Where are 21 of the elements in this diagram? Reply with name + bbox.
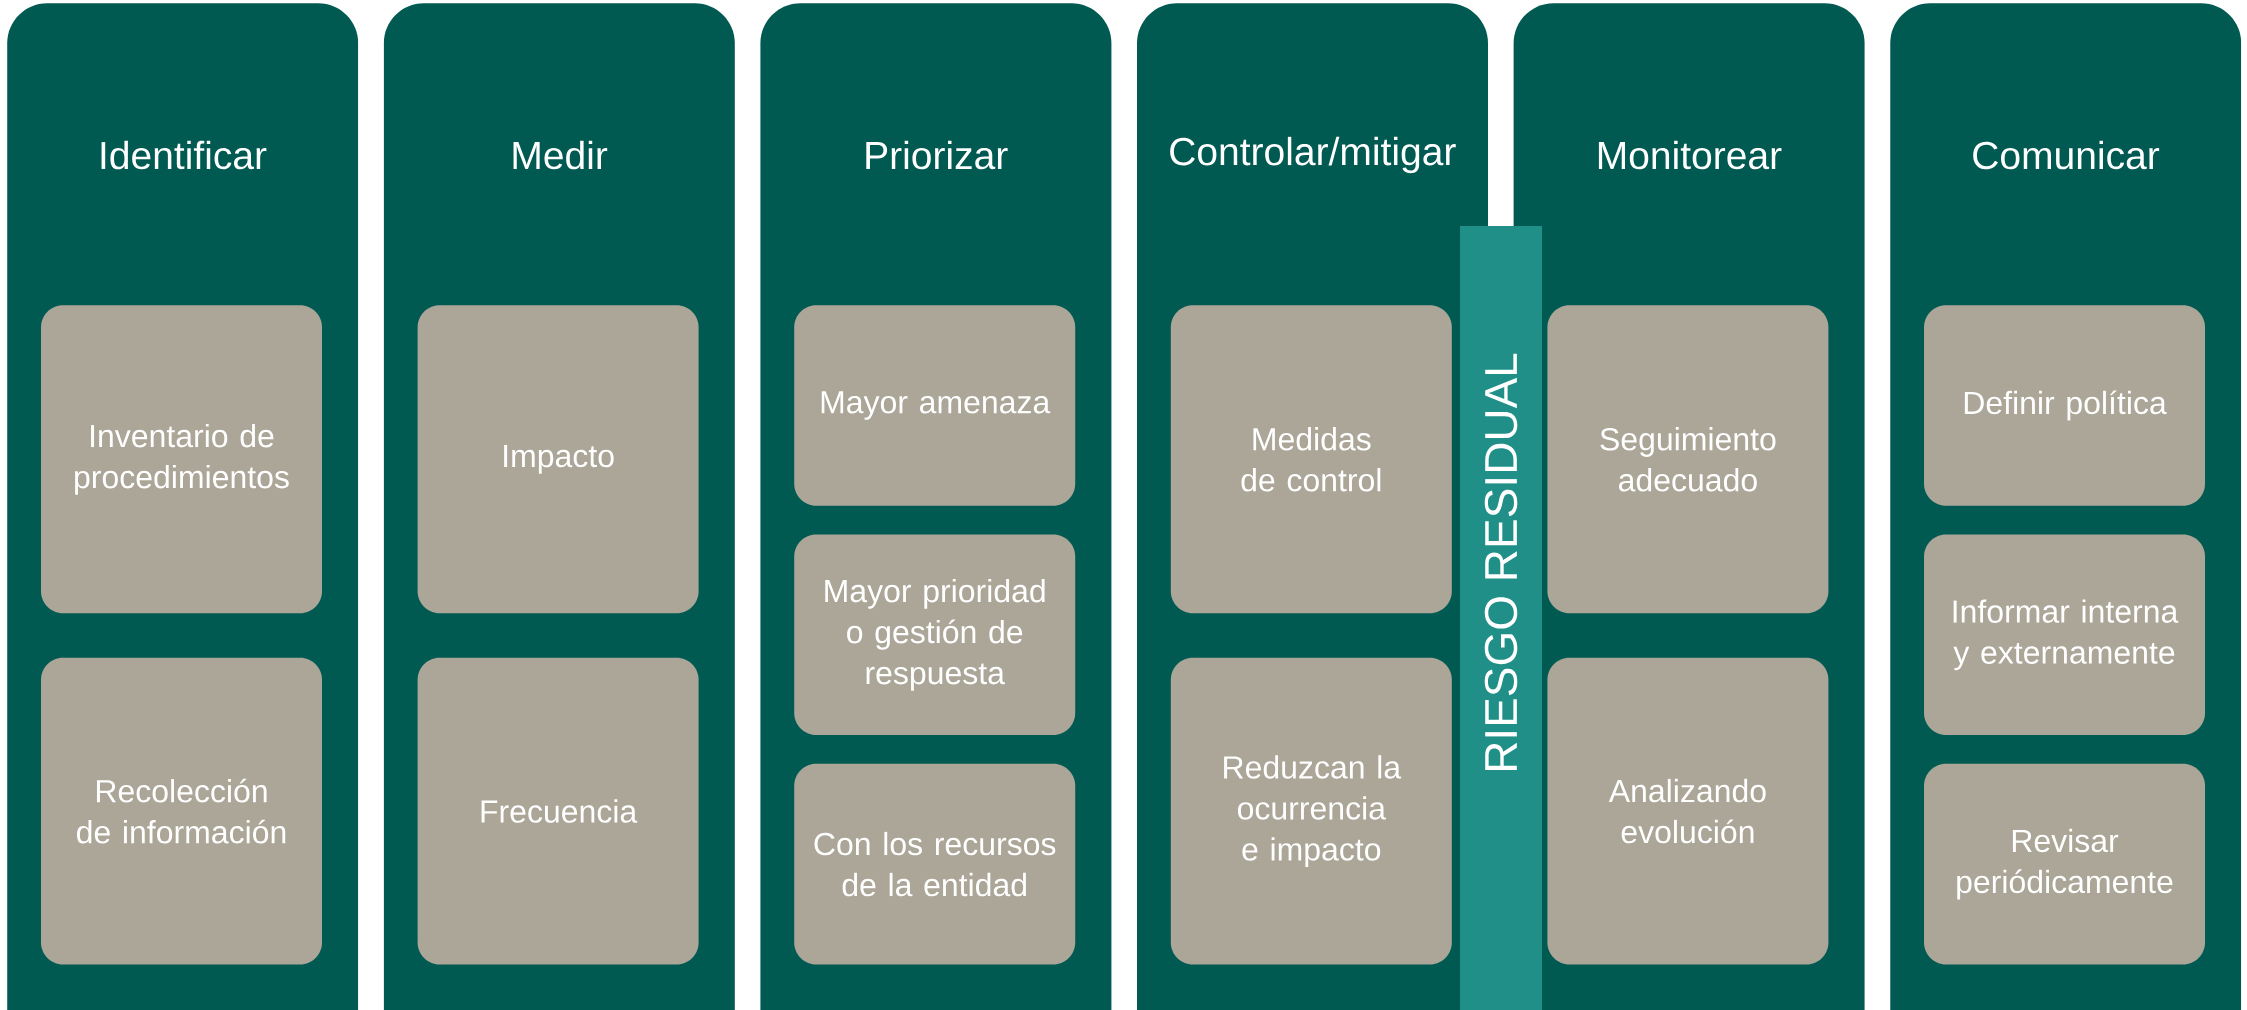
column-title: Monitorear: [1598, 140, 1782, 170]
step-card: Mayor amenaza: [794, 305, 1076, 506]
step-card: Impacto: [417, 305, 699, 614]
column-title: Medir: [513, 140, 608, 170]
step-card: Medidas de control: [1170, 305, 1452, 614]
step-card: Revisar periódicamente: [1924, 763, 2205, 965]
step-card: Seguimiento adecuado: [1547, 305, 1829, 614]
step-card: Informar interna y externamente: [1924, 534, 2205, 736]
step-card: Mayor prioridad o gestión de respuesta: [794, 534, 1076, 736]
vertical-band: RIESGO RESIDUAL: [1460, 226, 1542, 1010]
step-card: Frecuencia: [417, 657, 699, 965]
step-card: Recolección de información: [41, 657, 322, 965]
step-card: Inventario de procedimientos: [41, 305, 322, 614]
step-card: Definir política: [1924, 305, 2205, 506]
column-title: Identificar: [101, 140, 267, 170]
column-title: Controlar/mitigar: [1170, 136, 1456, 174]
step-card: Analizando evolución: [1547, 657, 1829, 965]
step-card: Con los recursos de la entidad: [794, 763, 1076, 965]
column-title: Comunicar: [1973, 140, 2160, 170]
column-title: Priorizar: [866, 140, 1008, 170]
step-card: Reduzcan la ocurrencia e impacto: [1170, 657, 1452, 965]
